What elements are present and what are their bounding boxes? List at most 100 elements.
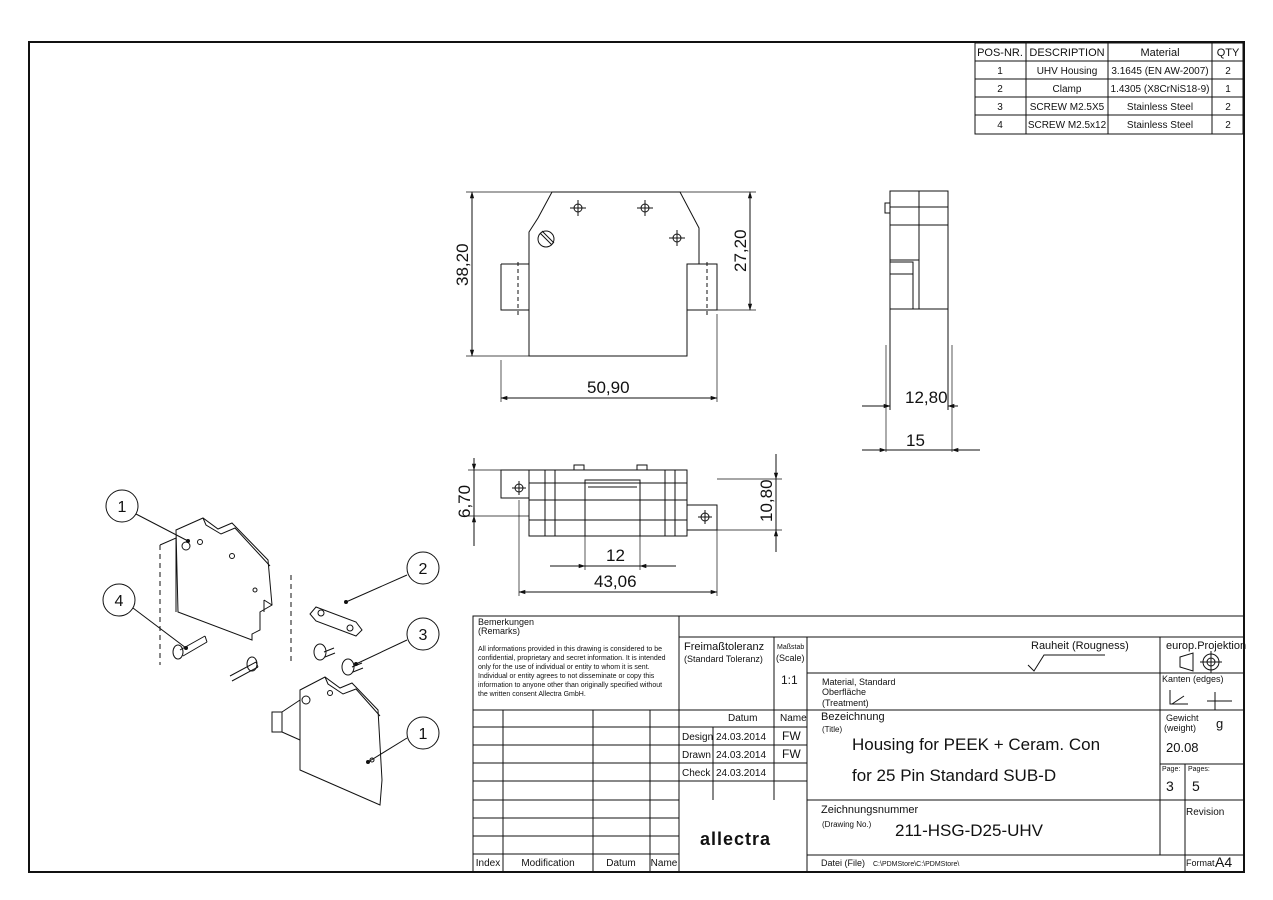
date-drawn: 24.03.2014 <box>716 750 766 761</box>
front-view <box>466 191 756 402</box>
side-view <box>862 190 980 453</box>
role-drawn: Drawn <box>682 750 711 761</box>
dim-top-right-height: 10,80 <box>757 479 776 522</box>
pages-value: 5 <box>1192 778 1200 794</box>
dim-front-height: 38,20 <box>453 243 472 286</box>
dim-front-inner-height: 27,20 <box>731 229 750 272</box>
weight-label: Gewicht <box>1166 713 1199 723</box>
bom-header-qty: QTY <box>1217 47 1240 59</box>
remarks-subtitle: (Remarks) <box>478 626 520 636</box>
bom-cell: UHV Housing <box>1037 66 1098 77</box>
date-design: 24.03.2014 <box>716 732 766 743</box>
material-line: Oberfläche <box>822 687 866 697</box>
revision-label: Revision <box>1186 807 1224 818</box>
remarks-line: only for the use of individual or entity… <box>478 664 650 671</box>
drawing-no-label: Zeichnungsnummer <box>821 804 919 816</box>
balloon-label: 1 <box>118 499 127 516</box>
balloons <box>102 489 440 750</box>
role-check: Check <box>682 768 711 779</box>
material-line: (Treatment) <box>822 698 869 708</box>
bom-cell: 1 <box>997 66 1003 77</box>
weight-value: 20.08 <box>1166 740 1199 755</box>
bom-cell: Clamp <box>1053 84 1082 95</box>
dim-side-width: 15 <box>906 431 925 450</box>
name-design: FW <box>782 729 801 743</box>
bom-cell: 1 <box>1225 84 1231 95</box>
modification-header: Modification <box>521 858 574 869</box>
balloon-leaders <box>132 513 408 764</box>
file-label: Datei (File) <box>821 858 865 868</box>
title-block-grid <box>472 615 1245 873</box>
bom-cell: 2 <box>1225 102 1231 113</box>
role-design: Design <box>682 732 713 743</box>
bom-cell: 1.4305 (X8CrNiS18-9) <box>1111 84 1210 95</box>
weight-sublabel: (weight) <box>1164 723 1196 733</box>
bom-cell: 4 <box>997 120 1003 131</box>
edges-symbol-icon <box>1169 690 1232 710</box>
edges-label: Kanten (edges) <box>1162 674 1224 684</box>
balloon-2 <box>406 551 440 585</box>
balloon-label: 2 <box>419 561 428 578</box>
balloon-label: 1 <box>419 726 428 743</box>
title-line-2: for 25 Pin Standard SUB-D <box>852 766 1056 785</box>
remarks-line: All informations provided in this drawin… <box>478 646 662 653</box>
tolerance-title: Freimaßtoleranz <box>684 641 764 653</box>
page-value: 3 <box>1166 778 1174 794</box>
roughness-label: Rauheit (Rougness) <box>1031 640 1129 652</box>
title-label: Bezeichnung <box>821 711 885 723</box>
remarks-line: the written consent Allectra GmbH. <box>478 691 586 698</box>
dim-top-width: 43,06 <box>594 572 637 591</box>
balloon-label: 4 <box>115 593 124 610</box>
balloon-label: 3 <box>419 627 428 644</box>
bom-cell: Stainless Steel <box>1127 102 1193 113</box>
remarks-line: Individual or entity agrees to not disse… <box>478 673 655 680</box>
format-value: A4 <box>1215 854 1232 870</box>
bom-cell: 2 <box>1225 120 1231 131</box>
bom-cell: Stainless Steel <box>1127 120 1193 131</box>
bom-cell: 3.1645 (EN AW-2007) <box>1111 66 1208 77</box>
scale-value: 1:1 <box>781 673 798 687</box>
bom-header-description: DESCRIPTION <box>1029 47 1104 59</box>
allectra-logo: allectra <box>700 829 771 849</box>
bom-cell: 2 <box>1225 66 1231 77</box>
balloon-1-lower <box>406 716 440 750</box>
remarks-text: All informations provided in this drawin… <box>478 646 666 698</box>
weight-unit: g <box>1216 716 1223 731</box>
tolerance-subtitle: (Standard Toleranz) <box>684 654 763 664</box>
dim-top-left-height: 6,70 <box>455 485 474 518</box>
datum-header: Datum <box>728 713 757 724</box>
balloon-1-upper <box>105 489 139 523</box>
dim-side-inner: 12,80 <box>905 388 948 407</box>
drawing-no-sublabel: (Drawing No.) <box>822 820 872 829</box>
bom-cell: SCREW M2.5x12 <box>1028 120 1107 131</box>
material-line: Material, Standard <box>822 677 896 687</box>
page-label: Page: <box>1162 766 1180 773</box>
scale-title: Maßstab <box>777 644 804 651</box>
dim-front-width: 50,90 <box>587 378 630 397</box>
format-label: Format <box>1186 858 1215 868</box>
roughness-symbol <box>1027 654 1105 672</box>
bom-header-pos: POS-NR. <box>977 47 1023 59</box>
name-header: Name <box>780 713 807 724</box>
balloon-4 <box>102 583 136 617</box>
index-header: Index <box>476 858 500 869</box>
remarks-line: confidential, proprietary and secret inf… <box>478 655 666 662</box>
exploded-view <box>159 517 383 806</box>
top-view <box>468 454 782 596</box>
projection-label: europ.Projektion <box>1166 640 1246 652</box>
index-name-header: Name <box>651 858 678 869</box>
balloon-3 <box>406 617 440 651</box>
pages-label: Pages: <box>1188 766 1210 773</box>
name-drawn: FW <box>782 747 801 761</box>
remarks-title: Bemerkungen <box>478 617 534 627</box>
bom-cell: SCREW M2.5X5 <box>1030 102 1105 113</box>
projection-symbol-icon <box>1179 651 1222 673</box>
bom-header: POS-NR. DESCRIPTION Material QTY <box>977 47 1240 59</box>
file-path: C:\PDMStore\C:\PDMStore\ <box>873 861 959 868</box>
title-sublabel: (Title) <box>822 725 842 734</box>
bom-cell: 3 <box>997 102 1003 113</box>
title-line-1: Housing for PEEK + Ceram. Con <box>852 735 1100 754</box>
bom-table <box>974 42 1244 135</box>
remarks-line: information to anyone other than origina… <box>478 682 662 689</box>
